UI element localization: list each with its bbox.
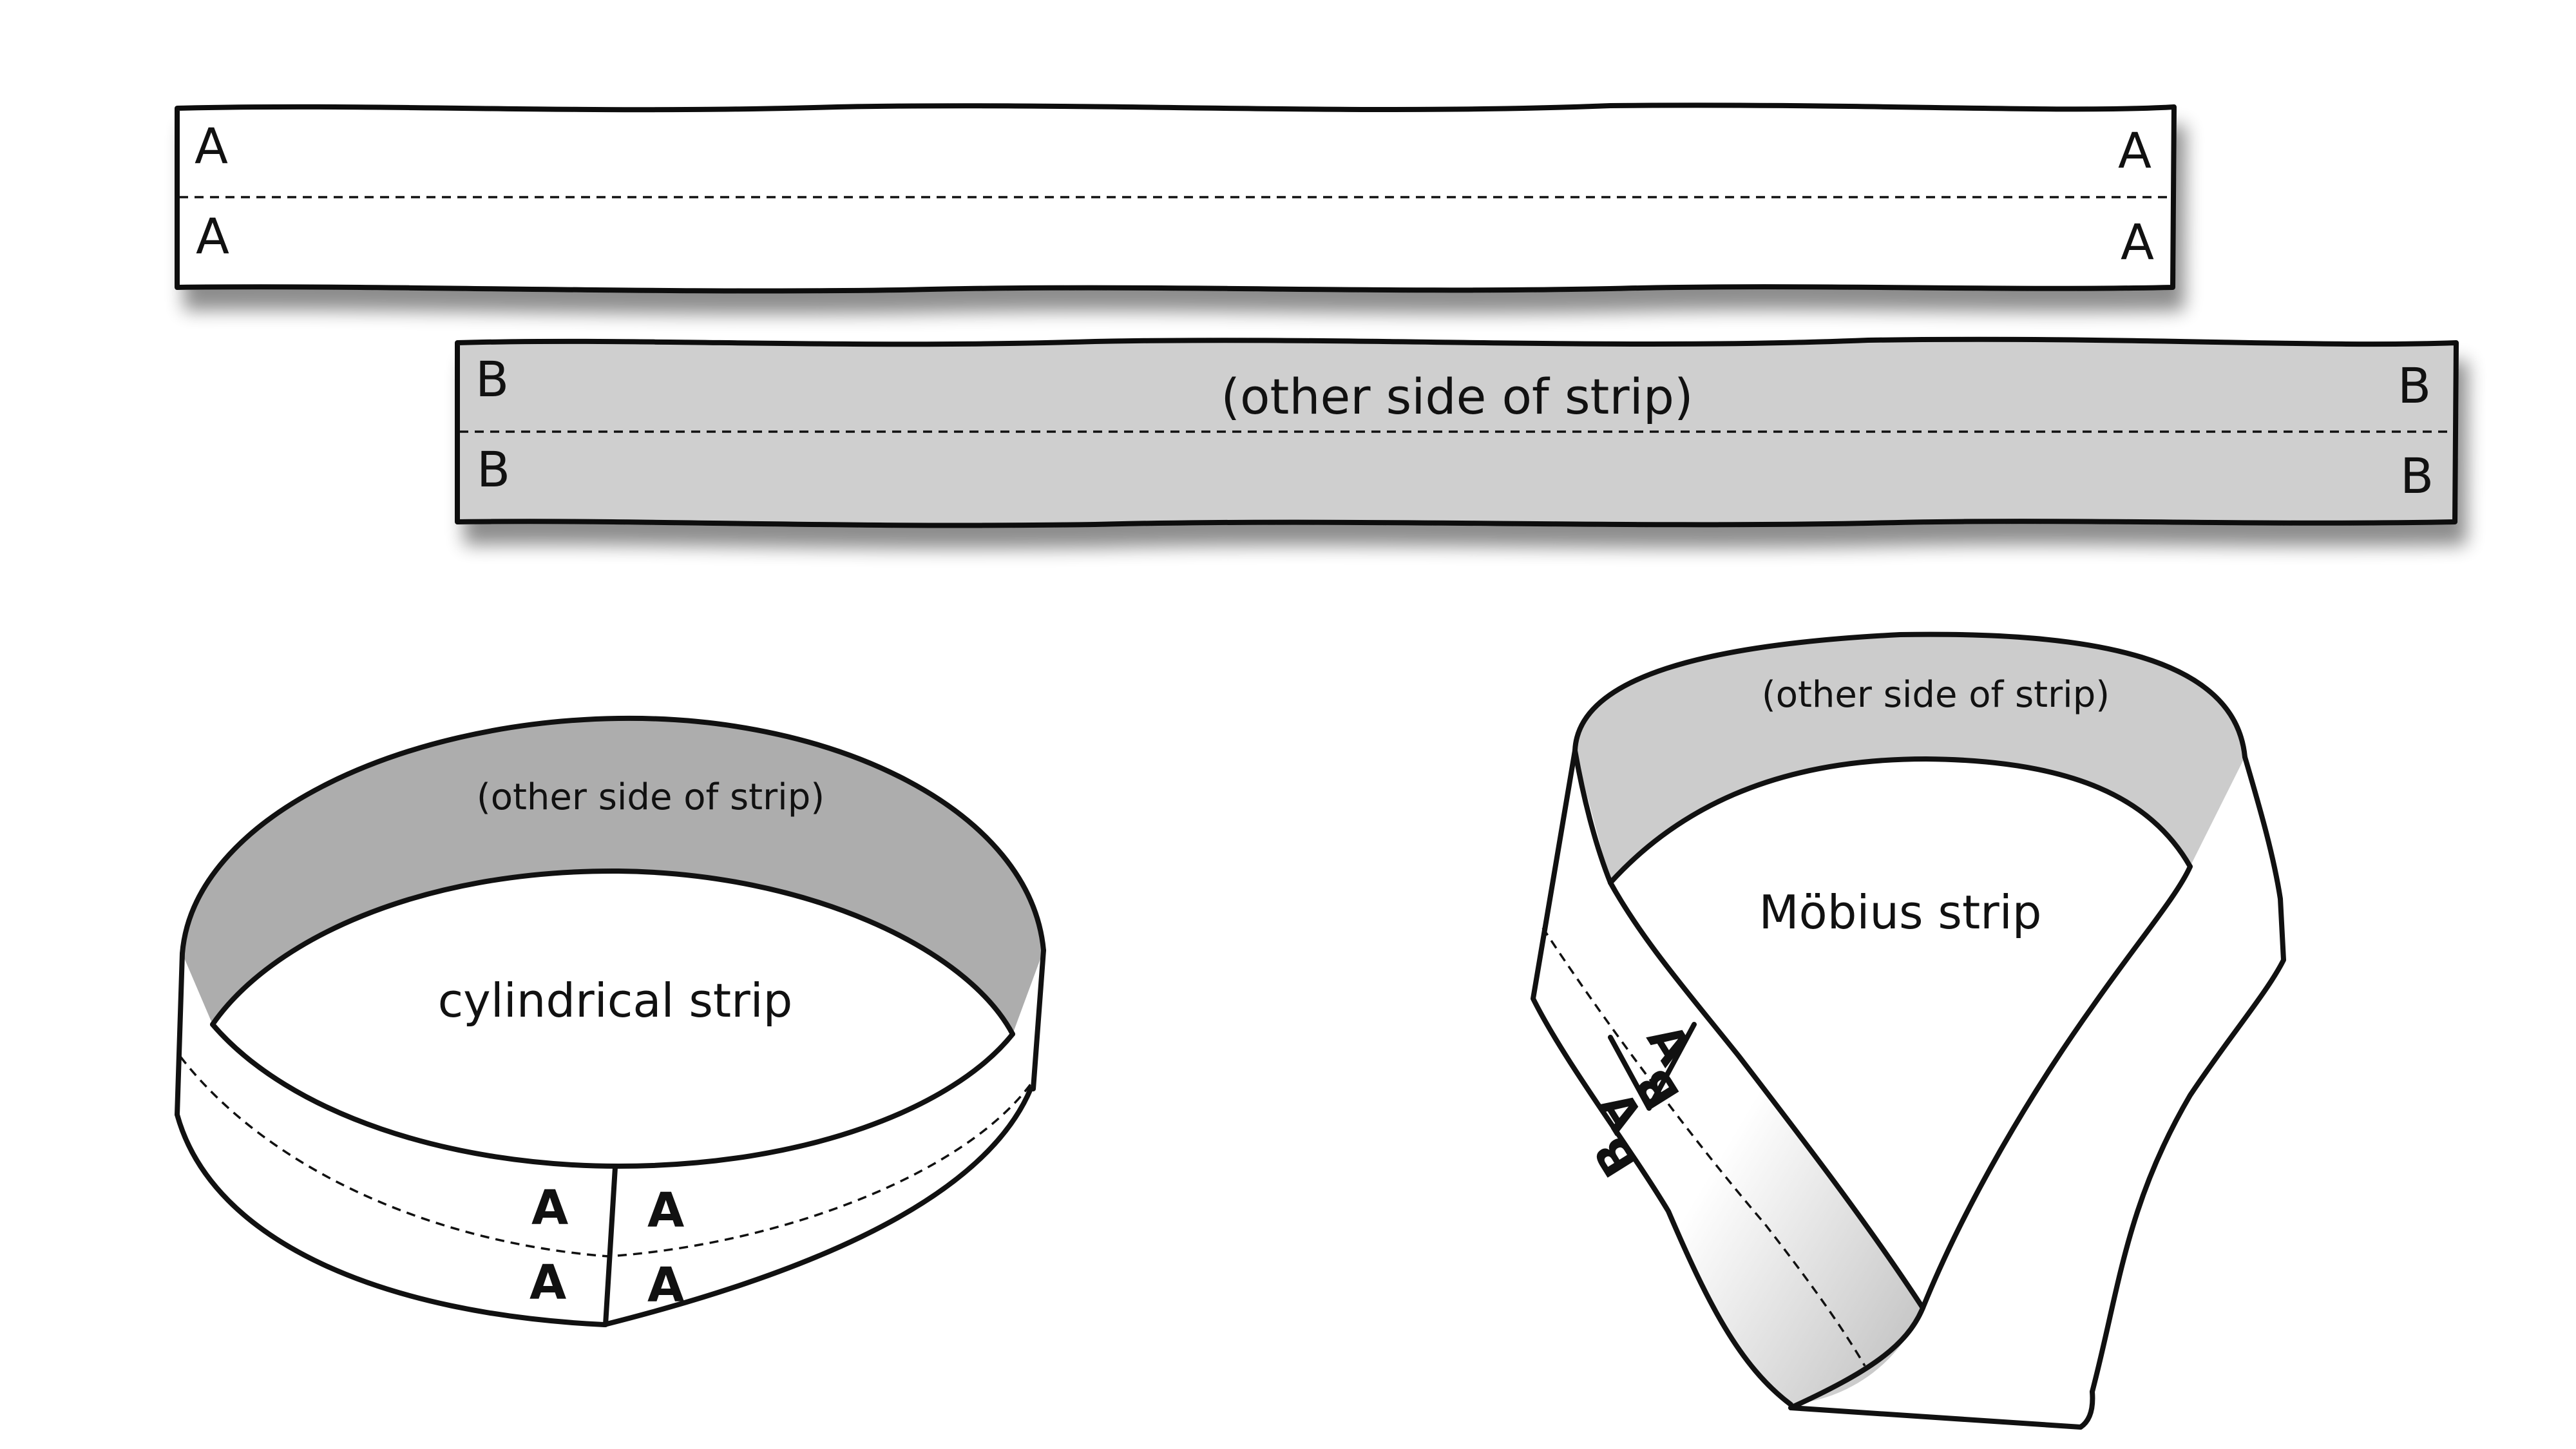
cylinder-outer-band [177, 966, 1033, 1324]
cylinder-label-a3: A [530, 1255, 566, 1310]
mobius-fold-line [1541, 927, 1866, 1367]
mobius-label-divider-1 [1646, 1022, 1697, 1111]
cylinder-inner-edge [210, 868, 1015, 1037]
mobius-inner-caption: (other side of strip) [1762, 674, 2110, 716]
mobius-bottom-edge [1788, 1389, 2095, 1430]
strip-b-label-top-right: B [2398, 357, 2431, 414]
cylinder-inner-caption: (other side of strip) [477, 776, 825, 818]
cylinder-label-a2: A [647, 1183, 684, 1238]
mobius-strip [1531, 631, 2286, 1430]
mobius-inner-left-edge [1572, 748, 1925, 1310]
strip-a-label-bottom-right: A [2121, 213, 2154, 271]
mobius-outer-right-edge [2090, 754, 2286, 1394]
mobius-label-divider-2 [1608, 1035, 1652, 1111]
mobius-caption: Möbius strip [1759, 885, 2042, 939]
strip-b-caption: (other side of strip) [1221, 368, 1693, 425]
cylinder-label-a4: A [647, 1258, 684, 1313]
cylinder-right-edge [1031, 948, 1046, 1091]
cylinder-seam [603, 1165, 618, 1327]
mobius-outer-left-edge [1531, 748, 1793, 1407]
cylinder-fold-line [179, 1055, 1033, 1258]
strip-b-label-top-left: B [475, 350, 509, 408]
strip-b-label-bottom-left: B [477, 441, 510, 498]
cylinder-caption: cylindrical strip [438, 974, 793, 1028]
cylinder-label-a1: A [531, 1180, 568, 1236]
strip-a-label-bottom-left: A [196, 207, 229, 265]
strip-b-label-bottom-right: B [2400, 447, 2434, 504]
mobius-left-band [1533, 751, 1923, 1405]
mobius-inner-right-edge [1788, 864, 2193, 1410]
cylinder-strip [175, 715, 1046, 1327]
cylinder-inner-band [182, 718, 1044, 1034]
mobius-inner-edge [1608, 756, 2193, 885]
strip-a-label-top-right: A [2118, 122, 2151, 179]
cylinder-left-edge [175, 951, 185, 1117]
cylinder-rim-top [180, 715, 1046, 956]
strip-a-label-top-left: A [195, 117, 228, 175]
cylinder-front-top-edge [210, 1022, 1015, 1169]
mobius-top-edge [1572, 631, 2247, 760]
